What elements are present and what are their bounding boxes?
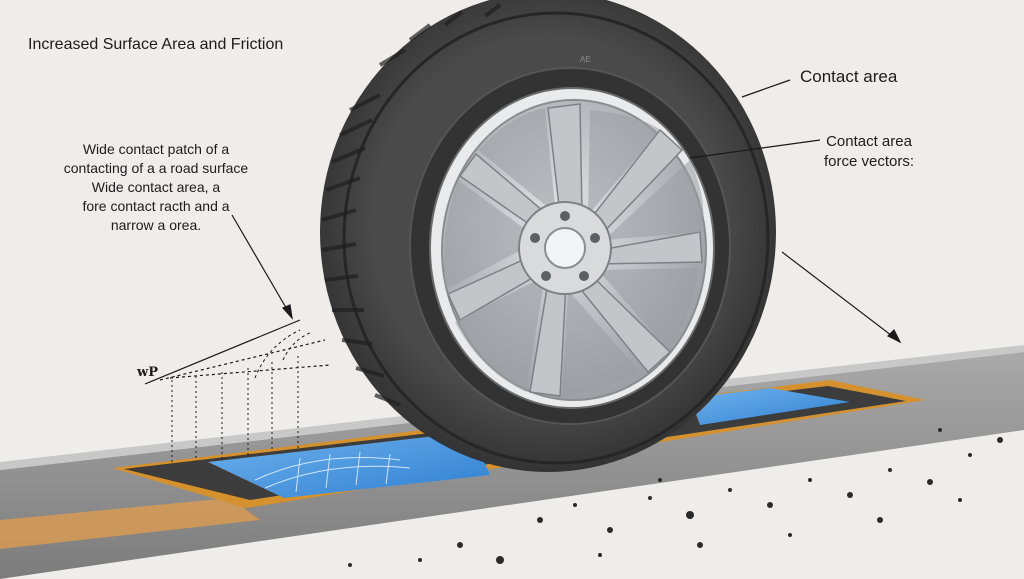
wheel-hub — [518, 201, 612, 295]
wp-label: wP — [137, 365, 158, 380]
force-vector-grid — [254, 451, 411, 493]
left-annotation: Wide contact patch of a contacting of a … — [46, 140, 266, 235]
force-vectors-label: Contact area force vectors: — [824, 132, 914, 172]
curved-arrows — [254, 329, 313, 379]
left-annotation-line: fore contact racth and a — [82, 198, 230, 214]
contact-patch-blue-left — [208, 432, 490, 498]
tread-grooves — [321, 3, 502, 407]
tire-sidewall-mark: AE — [580, 55, 591, 64]
contact-patch-blue-right — [690, 388, 850, 425]
contact-area-label: Contact area — [800, 67, 898, 86]
left-annotation-line: narrow a orea. — [110, 217, 202, 233]
left-annotation-line: Wide contact patch of a — [82, 141, 230, 157]
left-annotation-line: contacting of a a road surface — [63, 160, 249, 176]
spoke-gaps — [443, 108, 704, 396]
force-vectors-label-line: force vectors: — [824, 153, 915, 170]
diagram-title: Increased Surface Area and Friction — [28, 36, 284, 53]
left-annotation-line: Wide contact area, a — [91, 179, 221, 195]
asphalt-speckles — [348, 428, 1003, 567]
vertical-force-lines — [171, 356, 299, 465]
lug-nuts — [530, 211, 600, 281]
force-vectors-label-line: Contact area — [826, 133, 912, 150]
road-orange-stripe — [0, 498, 260, 549]
annotation-lines — [144, 79, 902, 385]
